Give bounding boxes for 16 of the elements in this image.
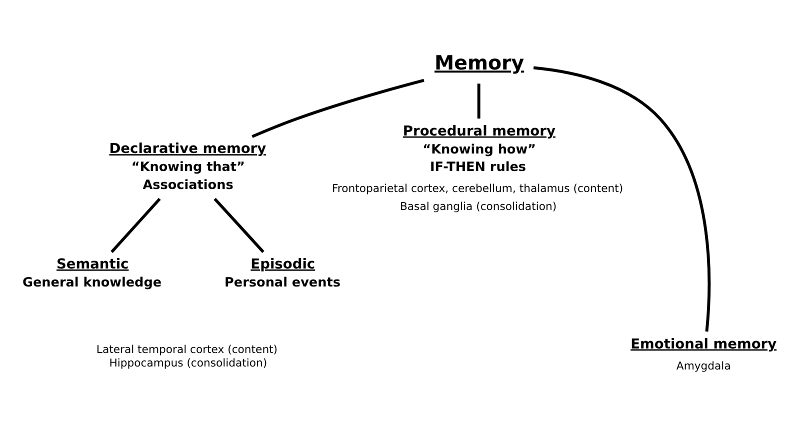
connector <box>214 198 264 253</box>
connector <box>477 84 480 119</box>
connector <box>110 198 161 253</box>
node-text: Episodic Personal events <box>224 256 340 290</box>
node-label: Basal ganglia (consolidation) <box>400 200 557 213</box>
node-text: Emotional memory <box>630 336 777 352</box>
node-text: Memory <box>434 52 524 75</box>
connector <box>533 66 711 332</box>
connector <box>252 78 424 138</box>
node-text: Declarative memory “Knowing that” Associations <box>109 141 266 193</box>
label: Lateral temporal cortex (content) <box>96 342 278 356</box>
label: Hippocampus (consolidation) <box>109 356 268 370</box>
node-text: Procedural memory “Knowing how” IF-THEN rules <box>402 123 556 176</box>
node-label: Amygdala <box>676 360 731 373</box>
node-text: Semantic General knowledge <box>22 256 162 290</box>
node-label: Frontoparietal cortex, cerebellum, thalamus (content) <box>332 182 624 196</box>
